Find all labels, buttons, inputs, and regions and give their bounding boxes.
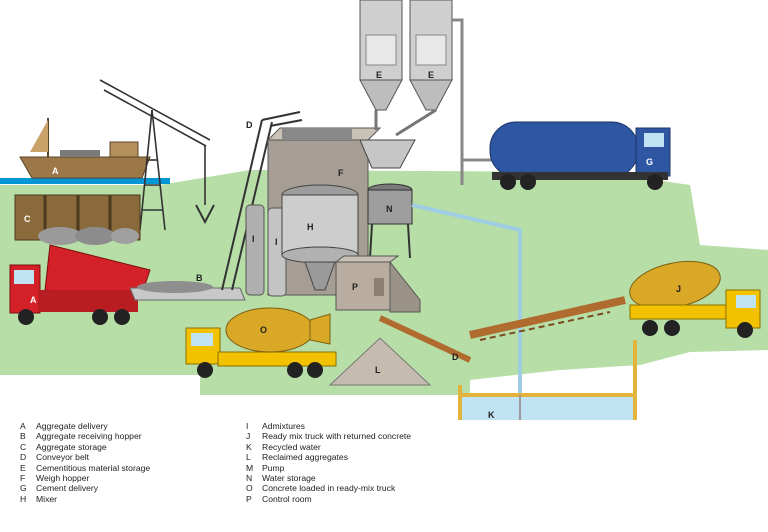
legend-item: K Recycled water bbox=[246, 442, 411, 452]
legend-item: D Conveyor belt bbox=[20, 452, 150, 462]
legend-item: M Pump bbox=[246, 463, 411, 473]
label-o-truck: O bbox=[260, 325, 267, 335]
legend-text: Aggregate storage bbox=[36, 441, 107, 452]
legend-text: Pump bbox=[262, 462, 285, 473]
hopper-aggregate bbox=[137, 281, 213, 293]
legend-key: D bbox=[20, 452, 27, 463]
control-room bbox=[334, 255, 421, 313]
label-j-truck: J bbox=[676, 284, 681, 294]
legend-text: Cementitious material storage bbox=[36, 462, 151, 473]
legend-text: Aggregate receiving hopper bbox=[36, 431, 142, 442]
legend-key: C bbox=[20, 441, 27, 452]
label-l-pile: L bbox=[375, 365, 381, 375]
label-c-storage: C bbox=[24, 214, 31, 224]
mixer-truck-returned bbox=[629, 260, 761, 338]
legend-key: M bbox=[246, 462, 254, 473]
plant-illustration: A C A B bbox=[0, 0, 768, 445]
legend-item: A Aggregate delivery bbox=[20, 421, 150, 431]
label-a-truck: A bbox=[30, 295, 37, 305]
label-i-right: I bbox=[275, 237, 278, 247]
label-b-hopper: B bbox=[196, 273, 203, 283]
legend-text: Water storage bbox=[262, 473, 316, 484]
legend-item: P Control room bbox=[246, 494, 411, 504]
legend-key: A bbox=[20, 421, 26, 431]
legend-key: P bbox=[246, 493, 252, 504]
legend-text: Cement delivery bbox=[36, 483, 99, 494]
cement-tanker bbox=[462, 121, 671, 190]
label-i-left: I bbox=[252, 234, 255, 244]
crane bbox=[99, 79, 215, 231]
legend-text: Mixer bbox=[36, 493, 58, 504]
label-p-control: P bbox=[352, 282, 358, 292]
legend-item: B Aggregate receiving hopper bbox=[20, 431, 150, 441]
legend-text: Aggregate delivery bbox=[36, 421, 108, 431]
legend-item: I Admixtures bbox=[246, 421, 411, 431]
label-a-ship: A bbox=[52, 166, 59, 176]
legend-item: C Aggregate storage bbox=[20, 442, 150, 452]
legend-key: B bbox=[20, 431, 26, 442]
cement-silos bbox=[359, 0, 464, 185]
legend-item: F Weigh hopper bbox=[20, 473, 150, 483]
label-k-water: K bbox=[488, 410, 495, 420]
legend-key: F bbox=[20, 473, 26, 484]
legend-text: Concrete loaded in ready-mix truck bbox=[262, 483, 396, 494]
reclaimed-aggregates-pile bbox=[328, 337, 432, 386]
legend-key: O bbox=[246, 483, 253, 494]
legend-key: L bbox=[246, 452, 251, 463]
mixer bbox=[281, 184, 359, 291]
label-f-hopper: F bbox=[338, 168, 344, 178]
weigh-hopper bbox=[359, 139, 416, 169]
legend-left: A Aggregate delivery B Aggregate receiving… bbox=[20, 421, 150, 504]
legend-text: Weigh hopper bbox=[36, 473, 90, 484]
legend-text: Reclaimed aggregates bbox=[262, 452, 348, 463]
label-e-silo-left: E bbox=[376, 70, 382, 80]
aggregate-storage-bins bbox=[14, 194, 141, 245]
legend-key: J bbox=[246, 431, 251, 442]
legend-key: I bbox=[246, 421, 249, 431]
legend-key: N bbox=[246, 473, 253, 484]
legend-right: I Admixtures J Ready mix truck with return… bbox=[246, 421, 411, 504]
legend-text: Admixtures bbox=[262, 421, 305, 431]
legend-text: Control room bbox=[262, 493, 312, 504]
legend-key: E bbox=[20, 462, 26, 473]
legend-text: Conveyor belt bbox=[36, 452, 90, 463]
label-d-conveyor: D bbox=[246, 120, 253, 130]
label-n-tank: N bbox=[386, 204, 393, 214]
screw-conveyor-l bbox=[378, 315, 472, 363]
mixer-truck-loading bbox=[185, 307, 337, 378]
legend-item: O Concrete loaded in ready-mix truck bbox=[246, 483, 411, 493]
label-h-mixer: H bbox=[307, 222, 314, 232]
ship bbox=[19, 118, 151, 179]
legend-item: N Water storage bbox=[246, 473, 411, 483]
legend-item: J Ready mix truck with returned concrete bbox=[246, 431, 411, 441]
label-g-tanker: G bbox=[646, 157, 653, 167]
legend-text: Recycled water bbox=[262, 441, 321, 452]
sea bbox=[0, 178, 170, 184]
legend-item: H Mixer bbox=[20, 494, 150, 504]
legend-item: G Cement delivery bbox=[20, 483, 150, 493]
legend-key: H bbox=[20, 493, 27, 504]
label-e-silo-right: E bbox=[428, 70, 434, 80]
legend-key: G bbox=[20, 483, 27, 494]
legend-text: Ready mix truck with returned concrete bbox=[262, 431, 412, 442]
label-d-screw: D bbox=[452, 352, 459, 362]
legend-key: K bbox=[246, 441, 252, 452]
legend-item: E Cementitious material storage bbox=[20, 463, 150, 473]
legend-item: L Reclaimed aggregates bbox=[246, 452, 411, 462]
water-storage-tank bbox=[367, 183, 522, 400]
